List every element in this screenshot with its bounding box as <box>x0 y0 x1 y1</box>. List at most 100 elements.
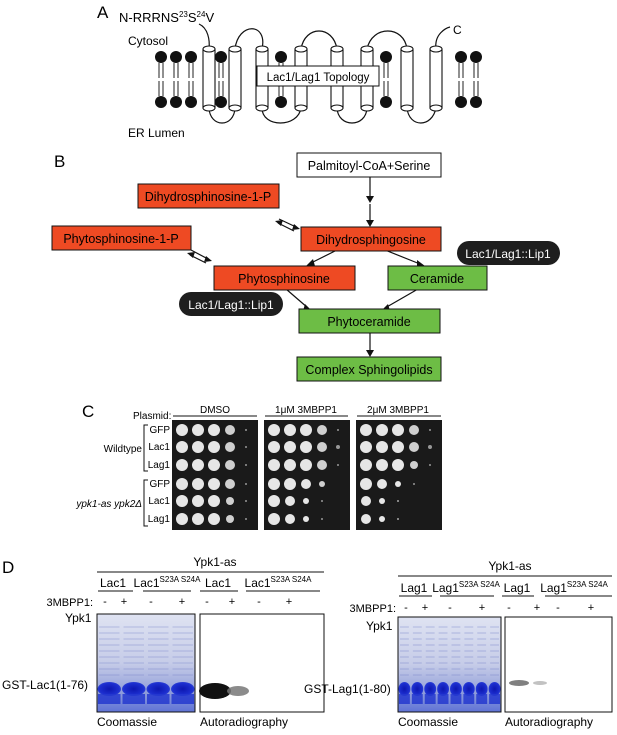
complex-sphingolipids-box <box>296 356 442 382</box>
yeast-spot <box>376 459 388 471</box>
yeast-spot <box>319 481 325 487</box>
coomassie-gst-band <box>398 682 411 696</box>
left-coomassie-lanes <box>97 626 195 704</box>
panel-d-letter: D <box>2 558 14 577</box>
yeast-spot <box>226 515 234 523</box>
coomassie-gst-band <box>475 682 488 696</box>
phytosphinosine-label: Phytosphinosine <box>238 272 330 286</box>
yeast-spot <box>397 500 399 502</box>
yeast-spot <box>303 516 309 522</box>
dihydrosphinosine-1-p-box <box>137 183 280 209</box>
tm-helix-cap <box>429 45 443 53</box>
yeast-spot <box>337 429 339 431</box>
yeast-spot <box>376 424 388 436</box>
left-sign-5: - <box>205 596 209 608</box>
phytosphinosine-1-p-label: Phytosphinosine-1-P <box>63 232 178 246</box>
panel-b-letter: B <box>54 152 65 171</box>
yeast-spot <box>376 441 388 453</box>
left-sign-7: - <box>257 596 261 608</box>
dihydrosphingosine-box <box>300 226 442 252</box>
phytoceramide-box <box>298 308 441 334</box>
blot-left: Ypk1-as Lac1 Lac1S23A S24A Lac1 Lac1S23A… <box>2 555 325 729</box>
yeast-spot <box>300 424 312 436</box>
right-autorad-label: Autoradiography <box>505 715 593 729</box>
yeast-spot <box>300 459 312 471</box>
yeast-spot <box>361 514 371 524</box>
yeast-spot <box>208 441 220 453</box>
lipid-head-top <box>380 51 392 63</box>
left-sign-2: + <box>121 596 127 608</box>
right-drug-label: 3MBPP1: <box>350 603 396 615</box>
left-lane-c: Lac1 <box>205 576 231 590</box>
yeast-spot <box>321 500 323 502</box>
yeast-spot <box>245 518 247 520</box>
right-coomassie-label: Coomassie <box>398 715 458 729</box>
yeast-spot <box>176 441 188 453</box>
condition-2um: 2μM 3MBPP1 <box>367 405 429 416</box>
yeast-spot <box>225 442 235 452</box>
coomassie-lower-smear <box>476 694 488 704</box>
plate-2um <box>356 420 442 530</box>
yeast-spot <box>360 459 372 471</box>
group-brackets <box>143 424 148 527</box>
yeast-spot <box>176 495 188 507</box>
yeast-spot <box>208 478 220 490</box>
panel-a-letter: A <box>97 3 109 22</box>
yeast-spot <box>192 478 204 490</box>
pathway-arrows <box>189 176 421 352</box>
left-ypk1-label: Ypk1 <box>65 611 92 625</box>
coomassie-lower-smear <box>463 694 475 704</box>
plasmid-label: Plasmid: <box>133 411 171 422</box>
lipid-head-top <box>470 51 482 63</box>
left-lane-a: Lac1 <box>100 576 126 590</box>
right-lane-a: Lag1 <box>401 581 428 595</box>
tm-helix <box>228 48 242 109</box>
tm-helix-cap <box>202 45 216 53</box>
right-sign-1: - <box>404 602 408 614</box>
yeast-spot <box>360 478 372 490</box>
dihydrosphingosine-label: Dihydrosphingosine <box>316 233 426 247</box>
coomassie-lower-smear <box>489 694 500 704</box>
lipid-head-bottom <box>155 96 167 108</box>
yeast-spot <box>268 424 280 436</box>
tm-helix-cap <box>294 104 308 112</box>
yeast-spot <box>208 513 220 525</box>
yeast-spot <box>268 459 280 471</box>
right-sign-2: + <box>422 602 428 614</box>
yeast-spot <box>176 459 188 471</box>
yeast-spot <box>226 497 234 505</box>
yeast-spot <box>284 441 296 453</box>
yeast-spot <box>360 441 372 453</box>
row-label-lac1-wt: Lac1 <box>148 442 170 453</box>
blot-right: Ypk1-as Lag1 Lag1S23A S24A Lag1 Lag1S23A… <box>304 559 613 729</box>
row-label-gfp-mut: GFP <box>149 479 170 490</box>
enzyme-pill-right-label: Lac1/Lag1::Lip1 <box>465 247 551 261</box>
coomassie-gst-band <box>97 682 121 696</box>
coomassie-gst-band <box>462 682 475 696</box>
left-gst-label: GST-Lac1(1-76) <box>2 678 88 692</box>
yeast-spot <box>284 478 296 490</box>
row-label-gfp-wt: GFP <box>149 425 170 436</box>
left-sign-8: + <box>286 596 292 608</box>
yeast-spot <box>268 478 280 490</box>
ceramide-label: Ceramide <box>410 272 464 286</box>
coomassie-gst-band <box>450 682 462 696</box>
row-label-lag1-mut: Lag1 <box>148 514 171 525</box>
yeast-spot <box>413 483 415 485</box>
yeast-spot <box>192 495 204 507</box>
coomassie-gst-band <box>437 682 449 696</box>
n-terminus-sequence: N-RRRNS23S24V <box>119 10 214 25</box>
dihydrosphinosine-1-p-label: Dihydrosphinosine-1-P <box>145 190 271 204</box>
coomassie-gst-band <box>488 682 501 696</box>
yeast-spot <box>409 425 419 435</box>
yeast-spot <box>303 498 309 504</box>
tm-helix <box>202 48 216 109</box>
yeast-spot <box>208 495 220 507</box>
yeast-spot <box>225 425 235 435</box>
lipid-head-top <box>275 51 287 63</box>
tm-helix <box>400 48 414 109</box>
coomassie-gst-band <box>411 682 424 696</box>
tm-helix-cap <box>202 104 216 112</box>
yeast-spot <box>317 442 327 452</box>
